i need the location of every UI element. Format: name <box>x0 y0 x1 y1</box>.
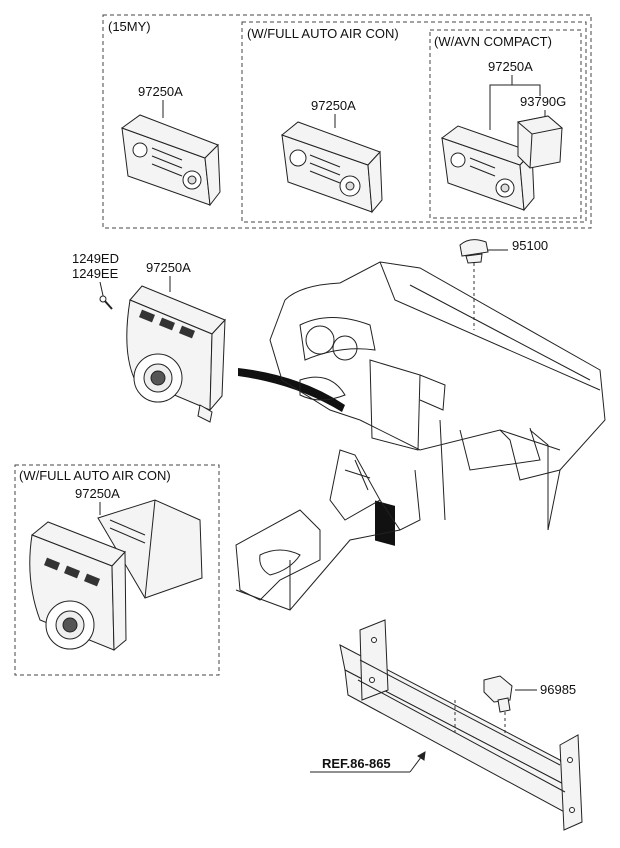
ref-label: REF.86-865 <box>322 756 391 771</box>
part-label-97250a-full-auto: 97250A <box>311 98 356 113</box>
group-title-full-auto-top: (W/FULL AUTO AIR CON) <box>247 26 399 41</box>
part-label-97250a-main: 97250A <box>146 260 191 275</box>
pointer-arrow <box>238 368 345 412</box>
group-title-avn-compact: (W/AVN COMPACT) <box>434 34 552 49</box>
group-title-15my: (15MY) <box>108 19 151 34</box>
sensor-95100 <box>459 239 489 330</box>
sensor-96985 <box>483 675 513 713</box>
part-label-97250a-15my: 97250A <box>138 84 183 99</box>
group-title-full-auto-bottom: (W/FULL AUTO AIR CON) <box>19 468 171 483</box>
part-label-1249ed: 1249ED <box>72 251 119 266</box>
part-label-96985: 96985 <box>540 682 576 697</box>
group-box-15my <box>102 14 592 229</box>
dashboard-assembly <box>235 261 606 611</box>
part-label-97250a-bottom: 97250A <box>75 486 120 501</box>
part-label-93790g: 93790G <box>520 94 566 109</box>
group-box-full-auto-bottom <box>14 464 220 676</box>
group-box-avn-compact <box>429 29 582 219</box>
group-box-full-auto-top <box>241 21 587 223</box>
control-unit-full-auto <box>280 121 383 214</box>
control-unit-bottom <box>29 499 203 652</box>
crossmember-beam <box>339 619 583 831</box>
module-93790g <box>516 115 564 169</box>
part-label-95100: 95100 <box>512 238 548 253</box>
part-label-1249ee: 1249EE <box>72 266 119 281</box>
part-label-97250a-avn: 97250A <box>488 59 533 74</box>
control-unit-avn <box>440 125 535 212</box>
leader-lines <box>99 75 546 773</box>
control-unit-15my <box>120 114 221 207</box>
control-unit-main <box>126 285 226 423</box>
bolt-1249ed <box>99 295 113 310</box>
